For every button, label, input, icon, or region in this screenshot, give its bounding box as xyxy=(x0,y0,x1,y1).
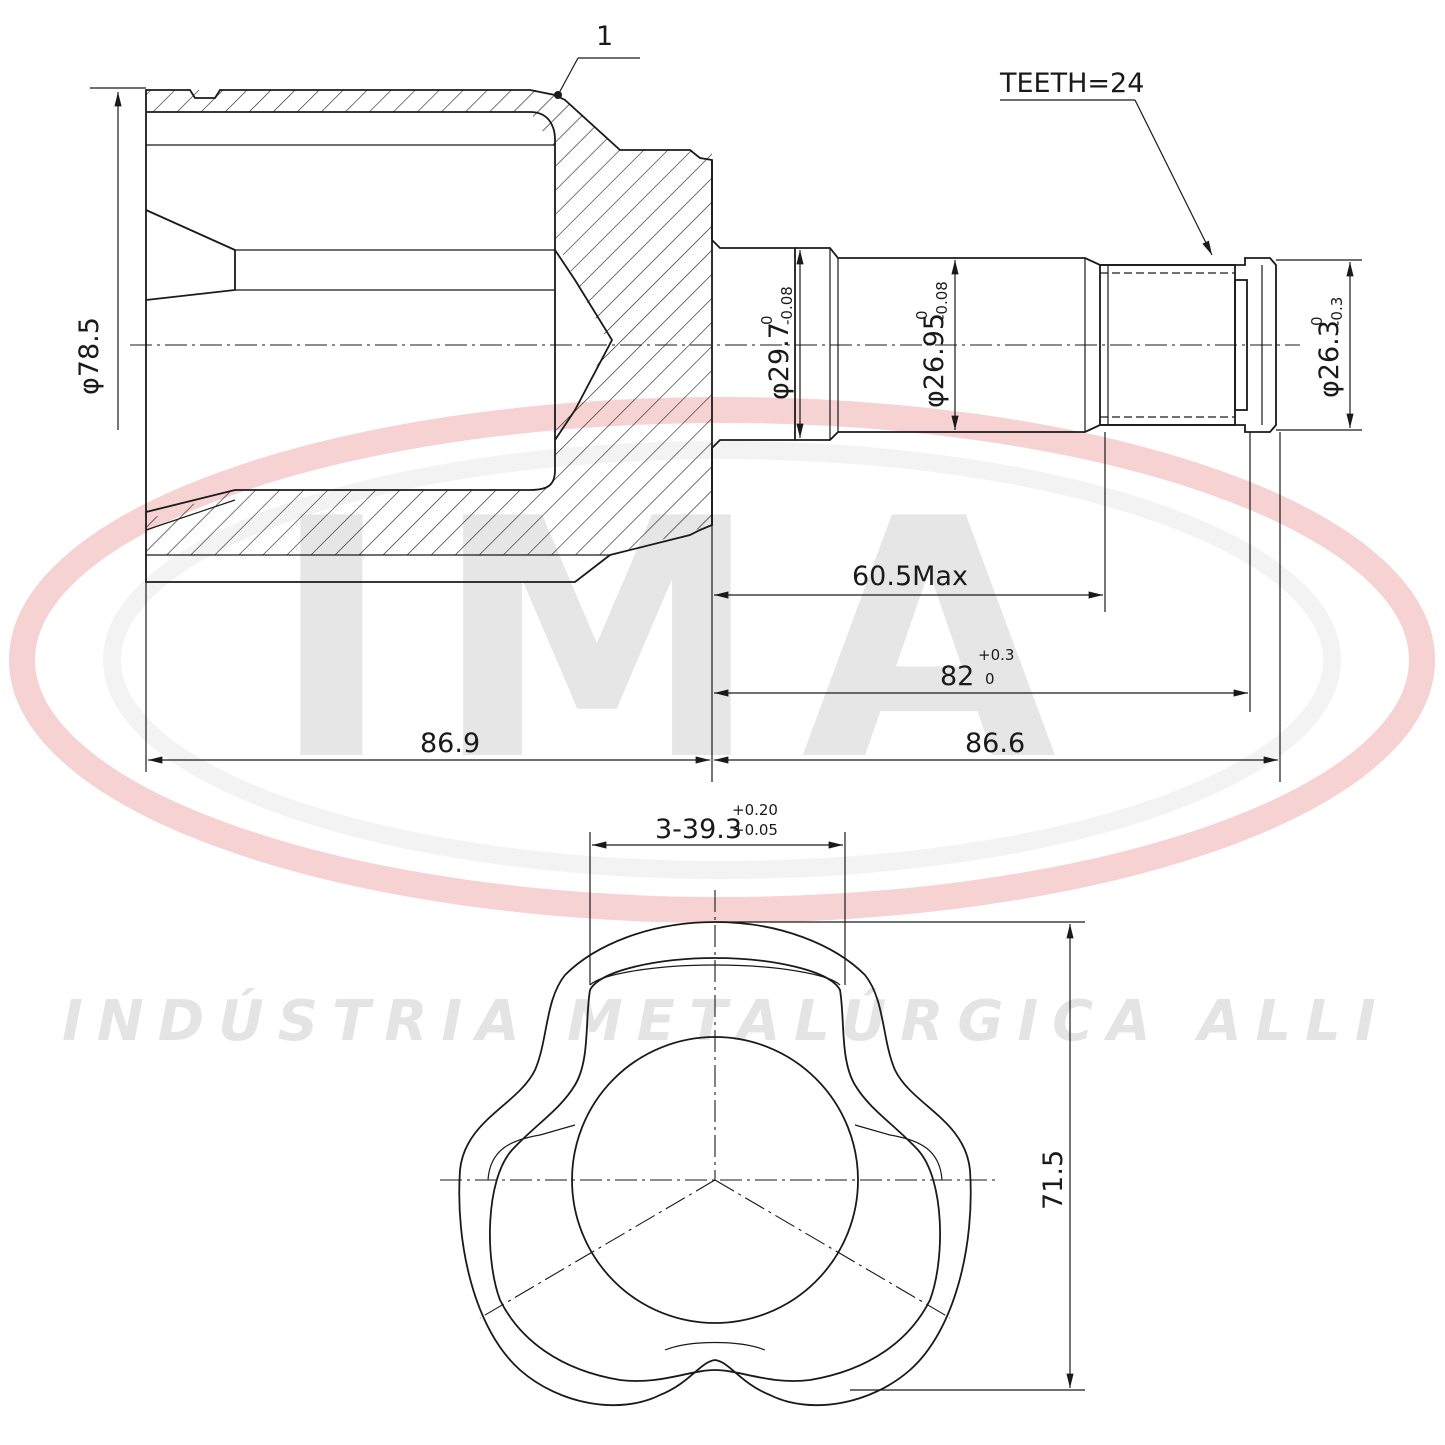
dim-max-length: 60.5Max xyxy=(852,561,968,592)
dim-track-main: 3-39.3 xyxy=(655,814,742,845)
track-lobe-bottom xyxy=(664,1341,766,1351)
teeth-label: TEETH=24 xyxy=(999,68,1144,99)
dim-mid-tol-lower: 0 xyxy=(985,670,995,688)
housing-section-lower xyxy=(146,440,712,555)
dim-mid-main: 82 xyxy=(940,661,974,692)
dim-spline-tol-lower: -0.3 xyxy=(1328,297,1346,326)
shaft-outline xyxy=(795,247,1277,441)
boss-outline xyxy=(554,249,614,441)
taper-line-low xyxy=(145,499,236,531)
dim-spline-main: φ26.3 xyxy=(1314,320,1345,398)
dim-bell-diameter: φ78.5 xyxy=(74,317,105,395)
side-view: 1 TEETH=24 φ78.5 φ29.7 0 -0.08 φ26.95 0 … xyxy=(74,21,1362,782)
end-view-outer-outline xyxy=(458,921,972,1406)
dim-track-tol-upper: +0.20 xyxy=(732,801,778,819)
track-lobe-left xyxy=(487,1124,576,1181)
callout-1-leader xyxy=(557,57,579,96)
dim-shaft1-main: φ29.7 xyxy=(764,322,795,400)
dim-shaft1-group: φ29.7 0 -0.08 xyxy=(758,286,796,400)
end-view-inner-outline xyxy=(489,957,941,1382)
dim-shaft-length: 86.6 xyxy=(965,728,1025,759)
end-view-center-left xyxy=(479,1179,716,1319)
watermark-ring-inner xyxy=(103,441,1341,879)
dim-shaft2-tol-upper: 0 xyxy=(913,310,931,320)
watermark-company-text: INDÚSTRIA METALÚRGICA ALLI xyxy=(62,989,1390,1054)
dim-spline-tol-upper: 0 xyxy=(1308,316,1326,326)
dim-shaft1-tol-upper: 0 xyxy=(758,315,776,325)
housing-inner-bore xyxy=(145,111,556,513)
housing-section-boss xyxy=(555,238,712,470)
dim-bell-length: 86.9 xyxy=(420,728,480,759)
dim-shaft1-tol-lower: -0.08 xyxy=(778,286,796,325)
dim-track-tol-lower: +0.05 xyxy=(732,821,778,839)
dim-spline-group: φ26.3 0 -0.3 xyxy=(1308,297,1346,398)
dim-mid-tol-upper: +0.3 xyxy=(978,646,1014,664)
end-view: 3-39.3 +0.20 +0.05 71.5 xyxy=(440,801,1085,1406)
inner-taper xyxy=(145,209,236,301)
dim-shaft2-tol-lower: -0.08 xyxy=(933,281,951,320)
track-lobe-right xyxy=(854,1124,943,1181)
end-view-center-right xyxy=(714,1179,951,1319)
housing-section-upper xyxy=(146,90,712,238)
callout-1-label: 1 xyxy=(596,21,613,52)
watermark-ring-outer xyxy=(9,397,1435,923)
dim-shaft2-group: φ26.95 0 -0.08 xyxy=(913,281,951,408)
dim-height: 71.5 xyxy=(1038,1150,1069,1210)
dim-shaft2-main: φ26.95 xyxy=(919,313,950,408)
teeth-leader xyxy=(1134,99,1213,256)
